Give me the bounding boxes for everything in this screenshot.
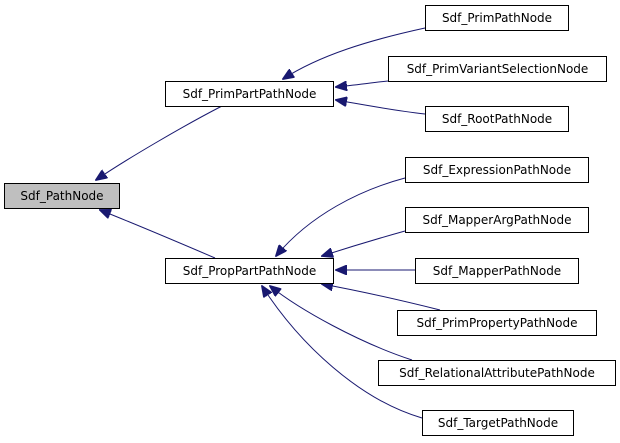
node-box xyxy=(405,157,589,183)
node-box xyxy=(397,310,597,336)
node-prim-part-path-node[interactable]: Sdf_PrimPartPathNode xyxy=(165,81,334,107)
node-prim-path-node[interactable]: Sdf_PrimPathNode xyxy=(425,5,569,31)
node-box xyxy=(422,410,574,436)
edge-expression-path-node-to-prop-part-path-node xyxy=(276,177,406,256)
edge-target-path-node-to-prop-part-path-node xyxy=(262,286,423,419)
edge-prim-variant-selection-node-to-prim-part-path-node xyxy=(336,80,389,87)
node-label: Sdf_PrimPathNode xyxy=(442,11,552,25)
edge-mapper-arg-path-node-to-prop-part-path-node xyxy=(322,230,406,256)
node-label: Sdf_PrimPropertyPathNode xyxy=(417,316,578,330)
nodes-layer: Sdf_PathNode Sdf_PrimPartPathNodeSdf_Prop… xyxy=(4,5,616,436)
node-box xyxy=(378,360,616,386)
edge-prim-path-node-to-prim-part-path-node xyxy=(283,27,426,79)
node-label: Sdf_ExpressionPathNode xyxy=(423,163,571,177)
node-label: Sdf_TargetPathNode xyxy=(438,416,558,430)
node-target-path-node[interactable]: Sdf_TargetPathNode xyxy=(422,410,574,436)
node-mapper-path-node[interactable]: Sdf_MapperPathNode xyxy=(415,258,579,284)
node-prop-part-path-node[interactable]: Sdf_PropPartPathNode xyxy=(165,258,334,284)
node-box xyxy=(425,106,569,132)
node-label: Sdf_RootPathNode xyxy=(442,112,552,126)
node-relational-attribute-path-node[interactable]: Sdf_RelationalAttributePathNode xyxy=(378,360,616,386)
node-root-path-node[interactable]: Sdf_RootPathNode xyxy=(425,106,569,132)
node-label: Sdf_MapperPathNode xyxy=(433,264,561,278)
node-box xyxy=(405,207,589,233)
edge-relational-attribute-path-node-to-prop-part-path-node xyxy=(270,286,413,361)
node-prim-property-path-node[interactable]: Sdf_PrimPropertyPathNode xyxy=(397,310,597,336)
edge-prim-property-path-node-to-prop-part-path-node xyxy=(322,284,441,311)
node-box xyxy=(388,56,607,82)
node-box xyxy=(415,258,579,284)
node-mapper-arg-path-node[interactable]: Sdf_MapperArgPathNode xyxy=(405,207,589,233)
node-label: Sdf_PropPartPathNode xyxy=(183,264,316,278)
node-label: Sdf_RelationalAttributePathNode xyxy=(399,366,595,380)
node-path-node[interactable]: Sdf_PathNode xyxy=(4,183,120,209)
edge-root-path-node-to-prim-part-path-node xyxy=(336,100,426,115)
node-box xyxy=(4,183,120,209)
node-box xyxy=(425,5,569,31)
edge-prop-part-path-node-to-path-node xyxy=(100,210,216,259)
edges-layer xyxy=(96,27,441,419)
node-box xyxy=(165,81,334,107)
node-box xyxy=(165,258,334,284)
node-label: Sdf_PrimVariantSelectionNode xyxy=(407,62,589,76)
node-label: Sdf_PrimPartPathNode xyxy=(183,87,317,101)
node-label: Sdf_MapperArgPathNode xyxy=(423,213,572,227)
node-prim-variant-selection-node[interactable]: Sdf_PrimVariantSelectionNode xyxy=(388,56,607,82)
node-label: Sdf_PathNode xyxy=(20,189,103,203)
edge-prim-part-path-node-to-path-node xyxy=(96,105,223,180)
node-expression-path-node[interactable]: Sdf_ExpressionPathNode xyxy=(405,157,589,183)
